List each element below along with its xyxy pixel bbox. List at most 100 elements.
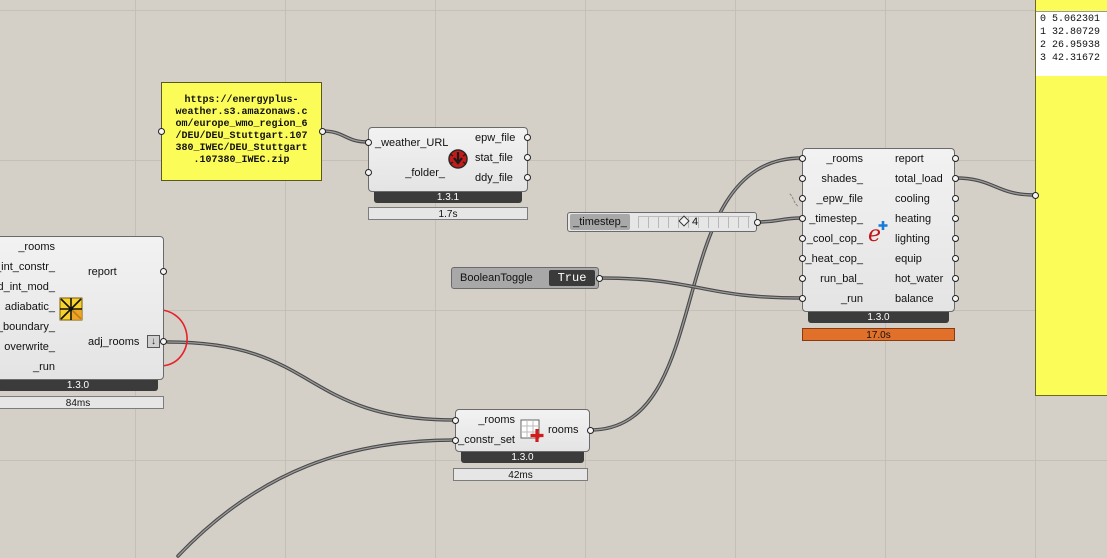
energyplus-icon: e xyxy=(868,221,888,245)
url-panel[interactable]: https://energyplus-weather.s3.amazonaws.… xyxy=(158,82,326,181)
toggle-value-button[interactable]: True xyxy=(549,270,595,286)
output-grip-ddy-file[interactable] xyxy=(524,174,531,181)
input-label-adiabatic: adiabatic_ xyxy=(4,301,55,313)
output-grip-rooms[interactable] xyxy=(587,427,594,434)
input-label-epw-file: _epw_file xyxy=(816,193,863,205)
input-label-boundary: _boundary_ xyxy=(0,321,55,333)
input-label-shades: shades_ xyxy=(821,173,863,185)
slider-value: 4 xyxy=(692,216,699,228)
panel-input-grip[interactable] xyxy=(1032,192,1039,199)
panel-output-grip[interactable] xyxy=(319,128,326,135)
input-grip-shades[interactable] xyxy=(799,175,806,182)
output-grip-hot-water[interactable] xyxy=(952,275,959,282)
input-grip-cool-cop[interactable] xyxy=(799,235,806,242)
output-grip-total-load[interactable] xyxy=(952,175,959,182)
boolean-toggle[interactable]: BooleanToggle True xyxy=(451,267,603,289)
output-label-total-load: total_load xyxy=(895,173,943,185)
solve-adjacency-component[interactable]: _rooms _int_constr_ d_int_mod_ adiabatic… xyxy=(0,236,167,380)
input-grip-run-bal[interactable] xyxy=(799,275,806,282)
version-label: 1.3.0 xyxy=(0,380,158,391)
row-value: 42.31672 xyxy=(1046,53,1101,64)
input-label-run: _run xyxy=(840,293,863,305)
output-label-equip: equip xyxy=(895,253,922,265)
row-index: 0 xyxy=(1040,14,1047,25)
output-label-lighting: lighting xyxy=(895,233,930,245)
svg-text:e: e xyxy=(868,222,881,245)
output-label-report: report xyxy=(895,153,924,165)
input-label-int-constr: _int_constr_ xyxy=(0,261,55,273)
input-label-run: _run xyxy=(32,361,55,373)
slider-track[interactable] xyxy=(638,216,750,228)
row-index: 3 xyxy=(1040,53,1047,64)
panel-row: 0 5.062301 xyxy=(1040,13,1100,26)
download-weather-component[interactable]: _weather_URL _folder_ epw_file stat_file… xyxy=(365,127,531,192)
output-label-hot-water: hot_water xyxy=(895,273,944,285)
panel-row: 2 26.95938 xyxy=(1040,39,1100,52)
input-label-weather-url: _weather_URL xyxy=(375,137,449,149)
output-label-epw-file: epw_file xyxy=(475,132,516,144)
construction-set-icon xyxy=(520,419,544,442)
url-line: om/europe_wmo_region_6 xyxy=(175,119,308,130)
output-label-stat-file: stat_file xyxy=(475,152,513,164)
input-label-rooms: _rooms xyxy=(478,414,515,426)
url-line: 380_IWEC/DEU_Stuttgart xyxy=(175,143,308,154)
input-label-folder: _folder_ xyxy=(405,167,445,179)
input-grip-run[interactable] xyxy=(799,295,806,302)
input-label-timestep: _timestep_ xyxy=(809,213,863,225)
output-grip-cooling[interactable] xyxy=(952,195,959,202)
timestep-slider[interactable]: _timestep_ 4 xyxy=(567,212,761,232)
input-label-rooms: _rooms xyxy=(826,153,863,165)
output-grip-heating[interactable] xyxy=(952,215,959,222)
slider-output-grip[interactable] xyxy=(754,219,761,226)
input-grip-constr-set[interactable] xyxy=(452,437,459,444)
output-label-ddy-file: ddy_file xyxy=(475,172,513,184)
input-label-run-bal: run_bal_ xyxy=(820,273,863,285)
output-grip-adj-rooms[interactable] xyxy=(160,338,167,345)
url-line: .107380_IWEC.zip xyxy=(193,155,290,166)
input-grip-rooms[interactable] xyxy=(799,155,806,162)
solution-time: 84ms xyxy=(0,396,164,409)
output-grip-epw-file[interactable] xyxy=(524,134,531,141)
solve-adjacency-icon xyxy=(59,297,83,321)
input-grip-rooms[interactable] xyxy=(452,417,459,424)
energy-simulation-component[interactable]: _rooms shades_ _epw_file _timestep_ _coo… xyxy=(799,148,959,312)
output-grip-lighting[interactable] xyxy=(952,235,959,242)
output-grip-report[interactable] xyxy=(952,155,959,162)
solution-time: 1.7s xyxy=(368,207,528,220)
output-label-balance: balance xyxy=(895,293,934,305)
panel-input-grip[interactable] xyxy=(158,128,165,135)
input-grip-timestep[interactable] xyxy=(799,215,806,222)
toggle-label: BooleanToggle xyxy=(460,272,533,284)
apply-construction-set-component[interactable]: _rooms _constr_set rooms xyxy=(452,409,594,452)
output-grip-stat-file[interactable] xyxy=(524,154,531,161)
version-label: 1.3.0 xyxy=(808,312,949,323)
version-label: 1.3.0 xyxy=(461,452,584,463)
row-value: 26.95938 xyxy=(1046,40,1101,51)
flatten-arrow-icon[interactable]: ↓ xyxy=(147,335,160,348)
panel-row: 3 42.31672 xyxy=(1040,52,1100,65)
output-label-adj-rooms: adj_rooms xyxy=(88,336,140,348)
solution-time: 17.0s xyxy=(802,328,955,341)
output-grip-balance[interactable] xyxy=(952,295,959,302)
url-line: https://energyplus- xyxy=(184,95,299,106)
input-grip-weather-url[interactable] xyxy=(365,139,372,146)
input-grip-heat-cop[interactable] xyxy=(799,255,806,262)
toggle-output-grip[interactable] xyxy=(596,275,603,282)
output-grip-equip[interactable] xyxy=(952,255,959,262)
input-label-heat-cop: _heat_cop_ xyxy=(805,253,864,265)
input-label-overwrite: overwrite_ xyxy=(4,341,55,353)
output-label-heating: heating xyxy=(895,213,932,225)
input-label-rooms: _rooms xyxy=(18,241,55,253)
slider-label: _timestep_ xyxy=(570,214,630,230)
output-label-cooling: cooling xyxy=(895,193,930,205)
download-weather-icon xyxy=(448,149,468,169)
input-grip-folder[interactable] xyxy=(365,169,372,176)
input-grip-epw-file[interactable] xyxy=(799,195,806,202)
url-text: https://energyplus-weather.s3.amazonaws.… xyxy=(162,95,321,167)
output-grip-report[interactable] xyxy=(160,268,167,275)
input-label-cool-cop: _cool_cop_ xyxy=(806,233,863,245)
output-label-report: report xyxy=(88,266,117,278)
